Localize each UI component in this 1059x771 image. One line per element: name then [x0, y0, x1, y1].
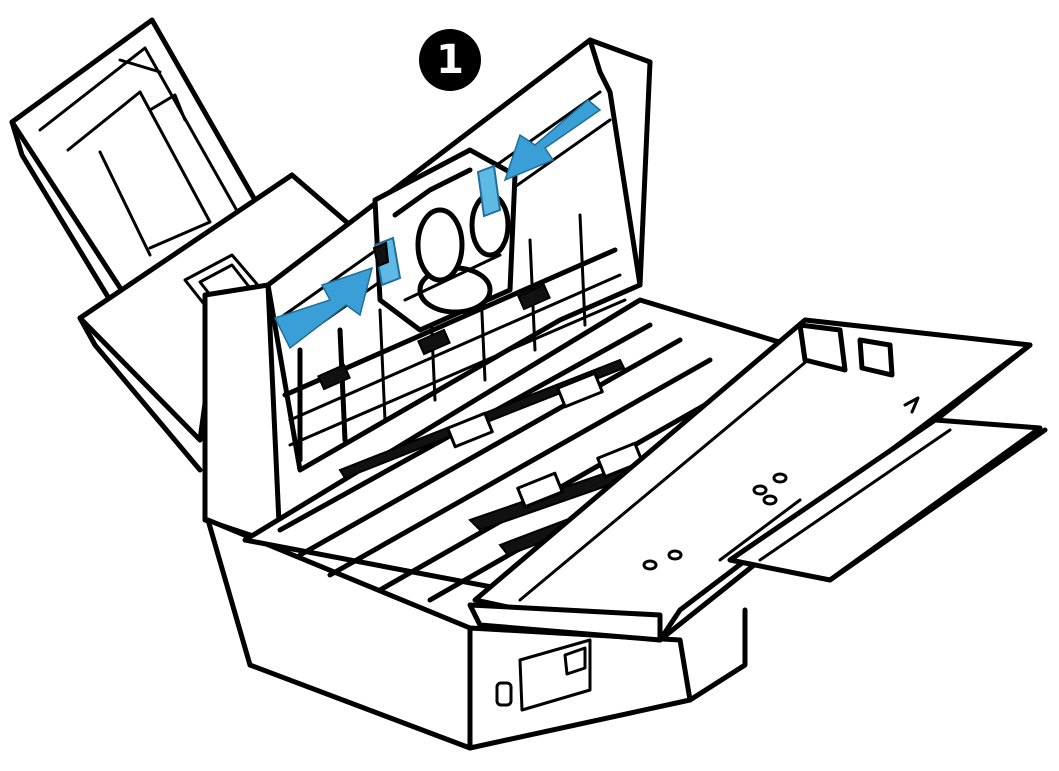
paper-stopper [797, 322, 895, 378]
roller-module [372, 147, 518, 333]
step-number-badge: 1 [419, 29, 481, 91]
output-tray-extension [727, 417, 1048, 583]
push-left-arrow [503, 99, 602, 182]
output-tray [467, 317, 1033, 643]
push-right-arrow [273, 266, 374, 350]
